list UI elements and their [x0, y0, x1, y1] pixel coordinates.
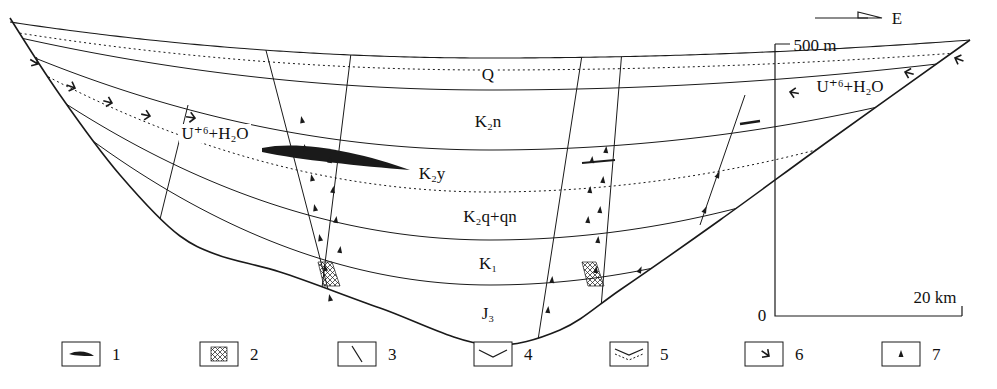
legend-number: 5 — [660, 346, 669, 363]
legend-number: 1 — [112, 346, 121, 363]
stratum-label: 0 — [756, 306, 769, 325]
stratum-boundary — [0, 43, 990, 150]
fluid-arrow — [317, 234, 323, 242]
fault-line — [700, 95, 745, 225]
legend-number: 2 — [250, 346, 259, 363]
fluid-arrow — [309, 174, 315, 182]
fault-line — [600, 50, 622, 320]
legend-swatches — [62, 342, 920, 366]
stratum-label: K₂y — [417, 164, 448, 183]
fluid-arrow — [587, 186, 593, 193]
fluid-arrow — [593, 266, 599, 273]
fluid-arrow — [327, 294, 333, 302]
legend-number: 4 — [524, 346, 533, 363]
fluid-arrow — [714, 170, 721, 178]
fluid-arrow — [589, 156, 595, 163]
legend-swatch — [62, 342, 100, 366]
stratum-label: 20 km — [912, 288, 959, 307]
fluid-arrow — [312, 204, 318, 212]
fluid-arrow — [545, 306, 551, 313]
stratum-label: J₃ — [480, 304, 497, 323]
fluid-arrow — [701, 205, 708, 213]
basin-outline — [10, 18, 970, 345]
stratum-label: K₁ — [477, 254, 499, 273]
legend-swatch — [474, 342, 512, 366]
legend-number: 3 — [388, 346, 397, 363]
fault-line — [538, 55, 582, 340]
stratum-label: E — [890, 9, 904, 28]
legend-swatch — [610, 342, 648, 366]
stratum-boundary — [0, 66, 990, 285]
strata — [0, 30, 990, 340]
legend-swatch — [338, 342, 376, 366]
fluid-arrow — [549, 276, 555, 283]
fluid-arrow — [597, 206, 603, 213]
fluid-arrow — [327, 156, 333, 164]
stratum-label: 500 m — [792, 36, 839, 55]
basin-section — [0, 18, 990, 345]
fluid-arrow — [299, 116, 305, 124]
fluid-arrow — [333, 216, 339, 224]
flow-arrow — [759, 347, 772, 360]
scale-bar — [775, 44, 962, 316]
hatched-zone — [318, 262, 340, 286]
flow-arrow — [28, 55, 41, 68]
ore-body — [582, 160, 615, 163]
stratum-label: Q — [480, 65, 496, 84]
legend-number: 7 — [932, 346, 941, 363]
flow-arrow — [185, 112, 195, 123]
flow-arrow — [953, 53, 965, 65]
fluid-arrow — [585, 216, 591, 223]
legend-swatch — [882, 342, 920, 366]
flow-arrow — [102, 96, 113, 108]
legend-swatch — [200, 342, 238, 366]
fluid-arrow — [330, 186, 336, 194]
flow-arrow — [140, 109, 151, 121]
fluid-arrow — [899, 350, 904, 357]
legend-swatch — [745, 342, 783, 366]
fault-line — [318, 45, 352, 320]
legend-number: 6 — [795, 346, 804, 363]
direction-arrow — [815, 12, 882, 18]
ore-body — [262, 145, 410, 170]
stratum-label: K₂q+qn — [461, 207, 518, 226]
stratum-label: U⁺⁶+H₂O — [179, 124, 250, 143]
sandstone-boundary — [0, 50, 990, 192]
ore-body — [740, 121, 760, 124]
fluid-arrow — [322, 264, 328, 272]
flow-arrow — [904, 67, 915, 79]
stratum-label: U⁺⁶+H₂O — [814, 77, 885, 96]
fluid-arrow — [595, 236, 601, 243]
fluid-arrow — [337, 246, 343, 254]
stratum-boundary — [0, 58, 990, 240]
fluid-arrow — [636, 265, 643, 273]
fluid-arrow — [603, 146, 609, 153]
ground-surface — [10, 22, 970, 58]
fluid-arrow — [600, 176, 606, 183]
fluid-arrow — [302, 144, 308, 152]
flow-arrow — [789, 87, 800, 98]
flow-arrow — [65, 80, 77, 92]
hatched-zone — [582, 262, 604, 286]
stratum-label: K₂n — [473, 112, 504, 131]
